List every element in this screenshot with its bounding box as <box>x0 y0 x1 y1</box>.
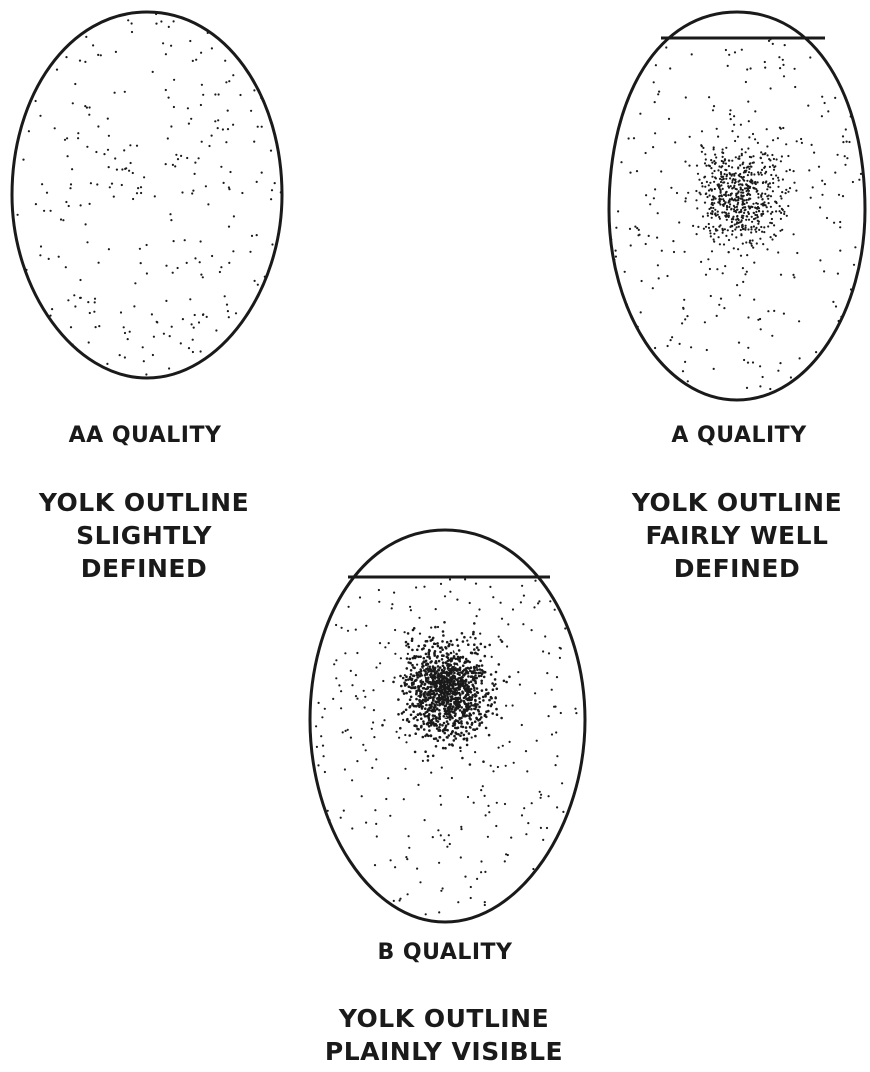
aa-yolk-outline-description: YOLK OUTLINE SLIGHTLY DEFINED <box>0 486 294 585</box>
aa-desc-line-3: DEFINED <box>0 552 294 585</box>
egg-b-stipple <box>307 578 580 920</box>
a-yolk-outline-description: YOLK OUTLINE FAIRLY WELL DEFINED <box>587 486 870 585</box>
b-desc-line-1: YOLK OUTLINE <box>294 1002 594 1035</box>
b-quality-label: B QUALITY <box>315 940 575 965</box>
aa-desc-line-2: SLIGHTLY <box>0 519 294 552</box>
egg-b-shell <box>310 530 585 922</box>
b-yolk-outline-description: YOLK OUTLINE PLAINLY VISIBLE <box>294 1002 594 1068</box>
a-desc-line-2: FAIRLY WELL <box>587 519 870 552</box>
a-desc-line-3: DEFINED <box>587 552 870 585</box>
aa-quality-label: AA QUALITY <box>15 423 275 448</box>
egg-a <box>608 12 865 400</box>
egg-aa-shell <box>12 12 282 378</box>
a-quality-label: A QUALITY <box>609 423 869 448</box>
egg-b <box>307 530 585 922</box>
egg-aa <box>12 12 282 378</box>
aa-desc-line-1: YOLK OUTLINE <box>0 486 294 519</box>
b-desc-line-2: PLAINLY VISIBLE <box>294 1035 594 1068</box>
a-desc-line-1: YOLK OUTLINE <box>587 486 870 519</box>
